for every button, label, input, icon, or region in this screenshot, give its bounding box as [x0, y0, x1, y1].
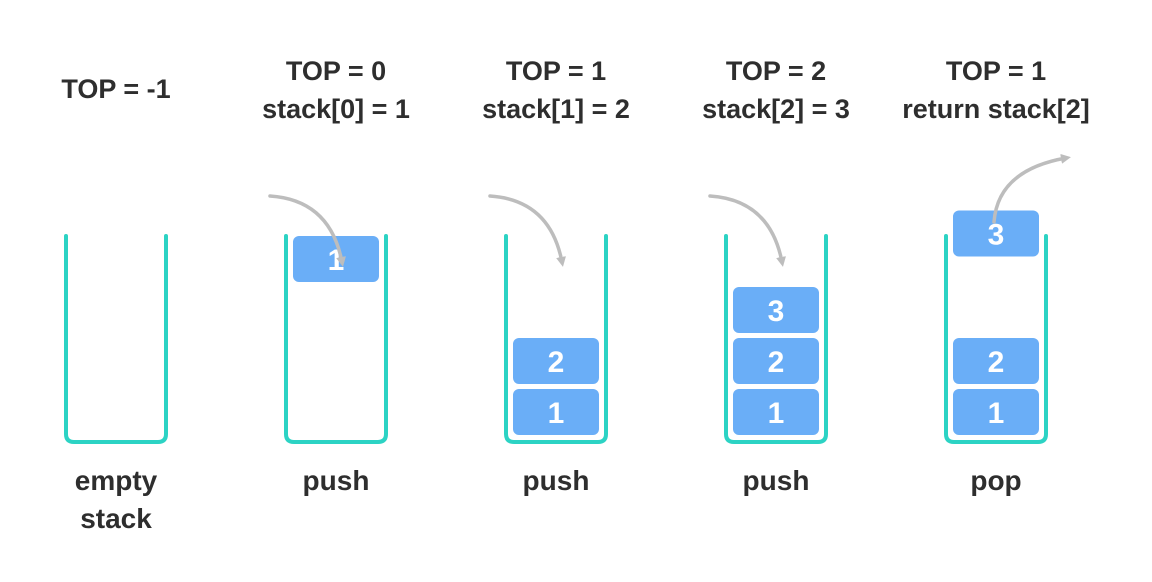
stage-title-line: stack[0] = 1 [262, 94, 410, 124]
stage-title-line: stack[2] = 3 [702, 94, 850, 124]
stack-container [284, 234, 388, 444]
stack-element-label: 3 [988, 219, 1005, 252]
stage-title-line: return stack[2] [902, 94, 1090, 124]
stages-layer: TOP = -1 empty stack TOP = 0 stack[0] = 1 1 pu… [61, 56, 1089, 534]
stack-element-box [953, 338, 1039, 384]
stack-element-label: 3 [768, 295, 785, 328]
stack-element: 1 [513, 389, 599, 435]
stack-element-label: 2 [988, 346, 1005, 379]
stage-caption-line: push [743, 465, 810, 496]
stage-caption-line: push [303, 465, 370, 496]
stack-element: 1 [733, 389, 819, 435]
stack-element: 1 [953, 389, 1039, 435]
stage-title-line: TOP = 1 [506, 56, 606, 86]
stack-container [724, 234, 828, 444]
push-arrow-icon [708, 194, 786, 267]
stage-2: TOP = 1 stack[1] = 2 1 2 push [482, 56, 630, 496]
stage-caption-line: push [523, 465, 590, 496]
stage-4: TOP = 1 return stack[2] 1 2 3 pop [902, 56, 1090, 496]
stack-element: 2 [953, 338, 1039, 384]
stage-title-line: TOP = 0 [286, 56, 386, 86]
stack-element-box [953, 210, 1039, 257]
stack-element-box [513, 338, 599, 384]
stage-title-line: stack[1] = 2 [482, 94, 630, 124]
stage-caption-line: empty [75, 465, 158, 496]
stack-element-label: 2 [548, 346, 565, 379]
stack-element-box [293, 236, 379, 282]
stage-0: TOP = -1 empty stack [61, 74, 170, 534]
stack-element-box [733, 287, 819, 333]
stack-container [64, 234, 168, 444]
stack-element-label: 1 [988, 397, 1005, 430]
stack-element-label: 1 [768, 397, 785, 430]
stack-element-label: 2 [768, 346, 785, 379]
stack-element-box [733, 338, 819, 384]
push-arrow-icon [268, 194, 346, 267]
stack-element: 2 [513, 338, 599, 384]
stack-element-box [513, 389, 599, 435]
stack-element-box [953, 389, 1039, 435]
stack-element-label: 1 [548, 397, 565, 430]
push-arrow-icon [488, 194, 566, 267]
stage-caption-line: stack [80, 503, 152, 534]
stage-3: TOP = 2 stack[2] = 3 1 2 3 push [702, 56, 850, 496]
stage-caption-line: pop [970, 465, 1021, 496]
stack-element-box [733, 389, 819, 435]
stack-container [504, 234, 608, 444]
stack-element: 2 [733, 338, 819, 384]
stack-element: 3 [953, 210, 1039, 257]
stage-title-line: TOP = 1 [946, 56, 1046, 86]
stack-element: 3 [733, 287, 819, 333]
stage-title-line: TOP = 2 [726, 56, 826, 86]
stack-container [944, 234, 1048, 444]
stage-title-line: TOP = -1 [61, 74, 170, 104]
pop-arrow-icon [992, 153, 1071, 224]
